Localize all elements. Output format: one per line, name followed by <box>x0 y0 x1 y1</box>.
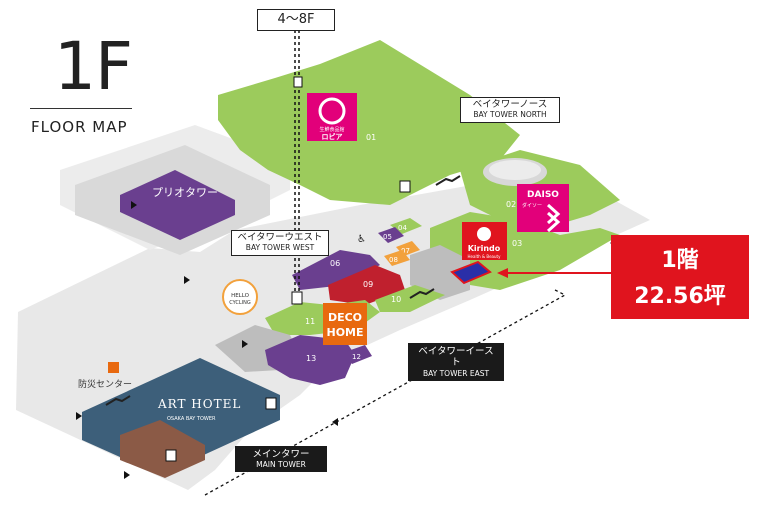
lopia-name: ロピア <box>322 132 343 141</box>
entrance-arrow <box>332 418 338 426</box>
deco-line1: DECO <box>328 311 362 324</box>
daiso-name: DAISO <box>527 190 559 200</box>
unit-04-number: 04 <box>398 224 407 232</box>
entrance-arrow <box>242 340 248 348</box>
main-tower-label: メインタワー MAIN TOWER <box>235 446 327 473</box>
lopia-logo[interactable] <box>307 93 357 141</box>
unit-05-area[interactable] <box>378 227 404 243</box>
title-divider <box>30 108 132 109</box>
prio-tower-label: プリオタワー <box>152 186 218 199</box>
unit-08-area[interactable] <box>384 250 410 266</box>
space-callout[interactable]: 1階 22.56坪 <box>611 235 749 319</box>
elevator-icon-hotel <box>265 397 277 410</box>
unit-09-number: 09 <box>363 280 373 289</box>
hello-cycling-line2: CYCLING <box>229 300 251 306</box>
elevator-top-icon <box>293 76 303 88</box>
unit-05-number: 05 <box>383 233 392 241</box>
service-grey-area <box>410 245 470 300</box>
round-plaza-inner <box>489 160 541 180</box>
floor-number: 1F <box>54 28 133 105</box>
unit-01-number: 01 <box>366 133 376 142</box>
daiso-logo[interactable] <box>517 184 569 232</box>
unit-06-number: 06 <box>330 259 340 268</box>
prio-tower-building <box>120 170 235 240</box>
lopia-small-text: 生鮮食品館 <box>319 126 344 133</box>
escalator-icon-10 <box>409 288 435 299</box>
art-hotel-name: ART HOTEL <box>157 397 241 411</box>
escalator-icon-north <box>435 175 461 186</box>
entrance-arrow <box>131 201 137 209</box>
entrance-arrow <box>76 412 82 420</box>
unit-13-area[interactable] <box>265 335 355 385</box>
kirindo-sub: Health & Beauty <box>468 254 502 259</box>
elevator-icon-annex <box>165 449 177 462</box>
unit-11-number: 11 <box>305 317 315 326</box>
kirindo-name: Kirindo <box>468 244 501 253</box>
elevator-icon <box>291 291 303 305</box>
unit-03-number: 03 <box>512 239 522 248</box>
disaster-center-label: 防災センター <box>78 378 132 390</box>
hello-cycling-logo[interactable] <box>222 279 258 315</box>
floor-map-subtitle: FLOOR MAP <box>31 118 128 136</box>
unit-10-number: 10 <box>391 295 401 304</box>
callout-arrow-head <box>497 268 508 278</box>
unit-13-number: 13 <box>306 354 316 363</box>
daiso-sub: ダイソー <box>522 202 542 209</box>
unit-09-area[interactable] <box>328 265 405 305</box>
lopia-logo-mark <box>318 97 346 125</box>
entrance-arrow <box>184 276 190 284</box>
unit-12-area[interactable] <box>345 345 372 364</box>
entrance-arrow <box>124 471 130 479</box>
restroom-icon: ♿ <box>357 234 366 245</box>
unit-07-number: 07 <box>401 247 410 255</box>
art-hotel-subtitle: OSAKA BAY TOWER <box>167 416 216 422</box>
unit-10-area[interactable] <box>375 285 445 312</box>
escalator-icon-hotel <box>105 395 131 406</box>
unit-02-number: 02 <box>506 200 516 209</box>
upper-floors-tag: 4〜8F <box>257 9 335 31</box>
deco-line2: HOME <box>326 326 363 339</box>
disaster-center-icon <box>108 362 119 373</box>
elevator-icon-north <box>399 180 411 193</box>
unit-08-number: 08 <box>389 256 398 264</box>
deco-home-logo[interactable] <box>323 303 367 345</box>
unit-12-number: 12 <box>352 353 361 361</box>
art-hotel-annex[interactable] <box>120 420 205 478</box>
unit-06-area[interactable] <box>292 250 380 290</box>
daiso-chevron-icon <box>546 203 561 233</box>
bay-tower-west-label: ベイタワーウエスト BAY TOWER WEST <box>231 230 329 256</box>
bay-tower-east-label: ベイタワーイースト BAY TOWER EAST <box>408 343 504 381</box>
callout-floor: 1階 <box>661 248 699 273</box>
target-unit[interactable] <box>450 260 492 285</box>
bay-tower-north-label: ベイタワーノース BAY TOWER NORTH <box>460 97 560 123</box>
callout-area: 22.56坪 <box>634 284 726 309</box>
kirindo-logo-mark <box>477 227 491 241</box>
hello-cycling-line1: HELLO <box>231 293 250 299</box>
